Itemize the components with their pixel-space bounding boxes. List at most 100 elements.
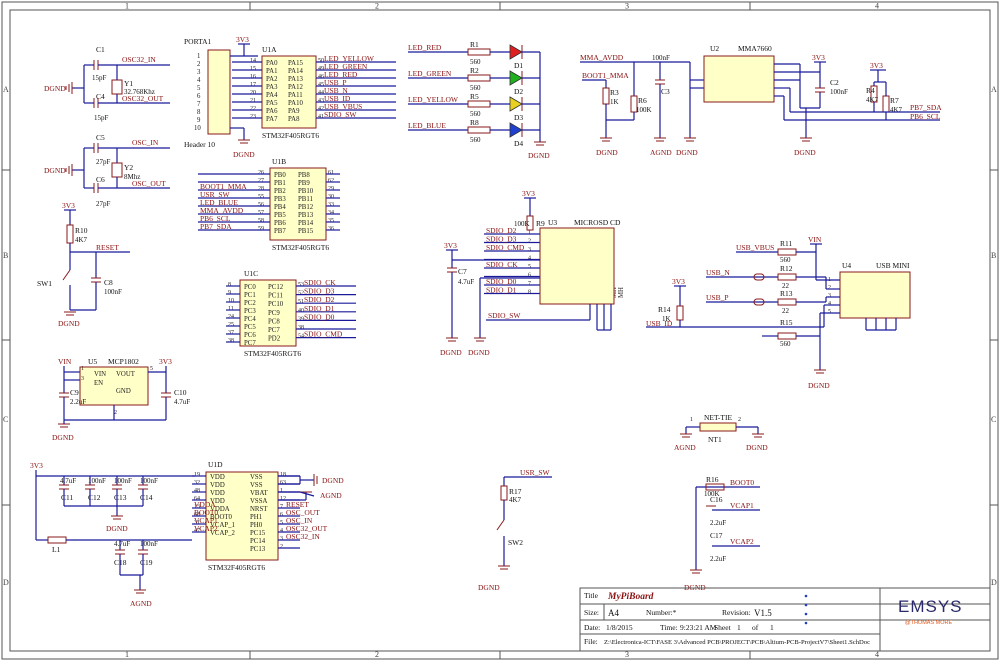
svg-text:AGND: AGND xyxy=(650,148,672,157)
u1a-pin: PA15 xyxy=(288,60,303,67)
u1a-pin-num: 22 xyxy=(250,106,256,112)
u1a-pin: PA10 xyxy=(288,100,303,107)
u4-ref: U4 xyxy=(842,261,851,270)
svg-text:3V3: 3V3 xyxy=(444,241,457,250)
u1d-net: VDDA xyxy=(194,500,216,509)
u1a-net: USB_P xyxy=(324,78,347,87)
led-resistor xyxy=(467,126,491,134)
u1a-pin: PA14 xyxy=(288,68,303,75)
u1a-pin-num: 17 xyxy=(250,82,256,88)
u1a-pin-num: 44 xyxy=(318,90,324,96)
svg-text:4K7: 4K7 xyxy=(866,96,879,104)
zone-col-top: 1 xyxy=(125,2,129,11)
u1a-pin-num: 46 xyxy=(318,74,324,80)
svg-text:2: 2 xyxy=(738,417,741,423)
u1a-name: STM32F405RGT6 xyxy=(262,131,319,140)
u1d-pin-num: 5 xyxy=(280,520,283,526)
u1d-pin: VDDA xyxy=(210,506,230,513)
u4-name: USB MINI xyxy=(876,261,910,270)
svg-text:R14: R14 xyxy=(658,305,671,314)
u1a-pin: PA4 xyxy=(266,92,278,99)
led-1-icon xyxy=(509,44,523,60)
u1b-pin-num: 57 xyxy=(258,210,264,216)
reg-gnd: DGND xyxy=(52,433,74,442)
u1c-pin: PC9 xyxy=(268,310,280,317)
y1-value: 32.768Khz xyxy=(124,88,155,96)
svg-text:3V3: 3V3 xyxy=(672,277,685,286)
u1b-pin-num: 59 xyxy=(258,226,264,232)
svg-text:6: 6 xyxy=(197,93,201,100)
c4-value: 15pF xyxy=(94,114,109,122)
u1d-name: STM32F405RGT6 xyxy=(208,563,265,572)
u1d-agnd: AGND xyxy=(320,491,342,500)
u1b-body xyxy=(269,167,327,241)
svg-text:3V3: 3V3 xyxy=(522,189,535,198)
u1b-pin-num: 61 xyxy=(328,170,334,176)
u1b-pin: PB6 xyxy=(274,220,286,227)
u1d-pin-num: 4 xyxy=(280,528,283,534)
mma-avdd-net: MMA_AVDD xyxy=(580,53,624,62)
svg-text:DGND: DGND xyxy=(808,381,830,390)
u1b-pin: PB11 xyxy=(298,196,313,203)
emsys-logo: EMSYS xyxy=(898,597,963,616)
u1c-net: SDIO_D0 xyxy=(304,312,335,321)
zone-row-right: B xyxy=(991,251,996,260)
u1c-pin: PC5 xyxy=(244,324,256,331)
svg-text:100K: 100K xyxy=(704,490,720,498)
svg-text:BOOT0: BOOT0 xyxy=(730,478,754,487)
u1a-pin-num: 43 xyxy=(318,98,324,104)
svg-text:R15: R15 xyxy=(780,318,793,327)
svg-text:2.2uF: 2.2uF xyxy=(710,555,726,563)
mma-c-top: 100nF xyxy=(652,54,670,62)
u1c-name: STM32F405RGT6 xyxy=(244,349,301,358)
osc-out-net: OSC_OUT xyxy=(132,179,166,188)
svg-text:8: 8 xyxy=(197,109,201,116)
led-r-value: 560 xyxy=(470,136,481,144)
sd-pin-num: 1 xyxy=(528,230,531,236)
u1d-pin-num: 48 xyxy=(194,488,200,494)
u1d-net: OSC_OUT xyxy=(286,508,320,517)
c1-value: 15pF xyxy=(92,74,107,82)
svg-text:100nF: 100nF xyxy=(140,540,158,548)
led-d-ref: D1 xyxy=(514,61,523,70)
u1a-pin-num: 41 xyxy=(318,114,324,120)
svg-text:DGND: DGND xyxy=(596,148,618,157)
svg-text:22: 22 xyxy=(782,307,790,315)
u1c-pin: PC8 xyxy=(268,318,280,325)
u1d-pin: VDD xyxy=(210,474,225,481)
u1c-pin: PC1 xyxy=(244,292,256,299)
c6-value: 27pF xyxy=(96,200,111,208)
svg-text:USR_SW: USR_SW xyxy=(520,468,551,477)
svg-text:R16: R16 xyxy=(706,475,719,484)
u3-body xyxy=(539,227,615,305)
u1d-pin: PC13 xyxy=(250,546,266,553)
svg-text:USB_P: USB_P xyxy=(706,293,729,302)
svg-text:Time:: Time: xyxy=(660,623,678,632)
dec-gnd: DGND xyxy=(106,524,128,533)
u1b-pin: PB14 xyxy=(298,220,314,227)
svg-text:C3: C3 xyxy=(661,87,670,96)
svg-text:A4: A4 xyxy=(608,608,619,618)
sd-pin-num: 4 xyxy=(528,256,531,262)
u1b-net: LED_BLUE xyxy=(200,198,238,207)
u1d-net: OSC32_OUT xyxy=(286,524,328,533)
sd-pin-num: 7 xyxy=(528,281,531,287)
r10-value: 4K7 xyxy=(75,236,88,244)
u1a-pin: PA11 xyxy=(288,92,303,99)
usb-pin-num: 5 xyxy=(828,309,831,315)
c9-value: 2.2uF xyxy=(70,398,86,406)
u1d-pin-num: 63 xyxy=(280,480,286,486)
svg-text:C16: C16 xyxy=(710,495,723,504)
u1c-pin: PC7 xyxy=(268,327,280,334)
svg-text:100nF: 100nF xyxy=(88,477,106,485)
svg-text:4: 4 xyxy=(197,77,201,84)
u1b-pin-num: 27 xyxy=(258,178,264,184)
svg-text:3: 3 xyxy=(197,69,201,76)
svg-text:DGND: DGND xyxy=(794,148,816,157)
led-r-ref: R2 xyxy=(470,66,479,75)
mma-scl-net: PB6_SCL xyxy=(910,112,941,121)
u1d-pin-num: 7 xyxy=(280,504,283,510)
u1d-pin-num: 60 xyxy=(194,512,200,518)
